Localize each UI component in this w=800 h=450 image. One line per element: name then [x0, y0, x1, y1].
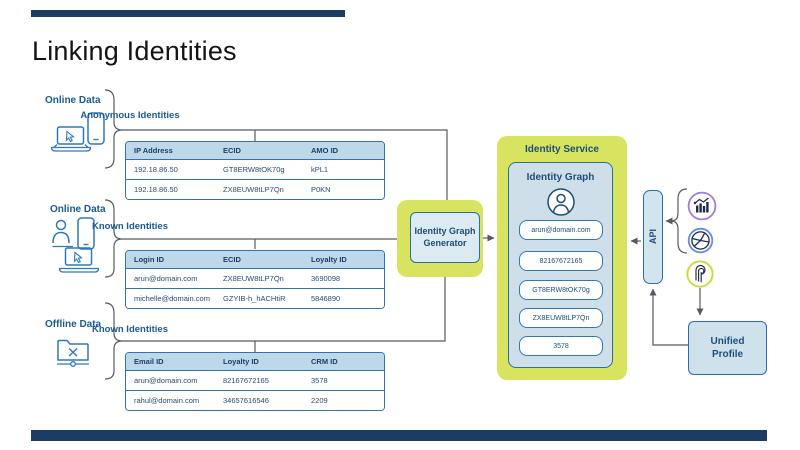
- phone-icon: [87, 112, 105, 145]
- known-identities-table-1: Login ID ECID Loyalty ID arun@domain.com…: [125, 250, 385, 309]
- platform-loop-icon: [686, 260, 714, 288]
- col-header: Email ID: [134, 357, 164, 366]
- brace-offline: [104, 302, 123, 380]
- table-header-row: IP Address ECID AMO ID: [126, 142, 384, 159]
- brace-online-1: [104, 89, 123, 169]
- cell: ZX8EUW8tLP7Qn: [223, 185, 284, 194]
- col-header: CRM ID: [311, 357, 338, 366]
- offline-folder-icon: [57, 339, 89, 367]
- cell: 34657616546: [223, 396, 269, 405]
- source-label-offline: Offline Data: [45, 319, 102, 330]
- identity-pill: GT8ERW8tOK70g: [519, 280, 603, 300]
- cell: GZYIB-h_hACHtiR: [223, 294, 286, 303]
- table-row: michelle@domain.com GZYIB-h_hACHtiR 5846…: [126, 288, 384, 308]
- anonymous-identities-table: IP Address ECID AMO ID 192.18.86.50 GT8E…: [125, 141, 385, 200]
- profile-person-icon: [547, 188, 575, 216]
- cell: 192.18.86.50: [134, 185, 178, 194]
- identity-pill: 3578: [519, 336, 603, 356]
- cell: 3690098: [311, 274, 341, 283]
- known-identities-table-2: Email ID Loyalty ID CRM ID arun@domain.c…: [125, 352, 385, 411]
- table-header-row: Login ID ECID Loyalty ID: [126, 251, 384, 268]
- unified-profile-box: Unified Profile: [688, 321, 767, 375]
- top-accent-bar: [31, 10, 345, 17]
- identity-service-title: Identity Service: [525, 144, 599, 155]
- table-title-anonymous: Anonymous Identities: [80, 110, 180, 121]
- identity-pill: 82167672165: [519, 251, 603, 271]
- person-icon: [52, 219, 73, 248]
- source-label-online-1: Online Data: [45, 95, 101, 106]
- source-label-online-2: Online Data: [50, 204, 106, 215]
- table-row: arun@domain.com ZX8EUW8tLP7Qn 3690098: [126, 268, 384, 288]
- table-title-known-2: Known Identities: [92, 324, 168, 335]
- laptop-icon: [50, 126, 92, 152]
- col-header: IP Address: [134, 146, 173, 155]
- cell: P0KN: [311, 185, 331, 194]
- pie-chart-icon: [687, 227, 714, 254]
- cell: michelle@domain.com: [134, 294, 210, 303]
- cell: 192.18.86.50: [134, 165, 178, 174]
- api-label: API: [648, 229, 658, 245]
- line-profile-to-api: [649, 288, 688, 346]
- bottom-accent-bar: [31, 430, 767, 441]
- table-title-known-1: Known Identities: [92, 221, 168, 232]
- identity-pill: arun@domain.com: [519, 220, 603, 240]
- phone-icon: [77, 217, 95, 250]
- api-box: API: [643, 190, 663, 284]
- col-header: AMO ID: [311, 146, 339, 155]
- cell: kPL1: [311, 165, 329, 174]
- table-row: arun@domain.com 82167672165 3578: [126, 370, 384, 390]
- identity-graph-generator-box: Identity Graph Generator: [410, 212, 480, 263]
- cell: GT8ERW8tOK70g: [223, 165, 285, 174]
- cell: rahul@domain.com: [134, 396, 200, 405]
- cell: 82167672165: [223, 376, 269, 385]
- page-title: Linking Identities: [32, 36, 237, 66]
- brace-online-2: [104, 199, 123, 278]
- identity-graph-title: Identity Graph: [526, 172, 595, 183]
- cell: arun@domain.com: [134, 376, 198, 385]
- col-header: ECID: [223, 255, 241, 264]
- col-header: Loyalty ID: [223, 357, 259, 366]
- table-header-row: Email ID Loyalty ID CRM ID: [126, 353, 384, 370]
- cell: 5846890: [311, 294, 341, 303]
- col-header: Login ID: [134, 255, 164, 264]
- cell: arun@domain.com: [134, 274, 198, 283]
- table-row: 192.18.86.50 GT8ERW8tOK70g kPL1: [126, 159, 384, 179]
- brace-consumers: [670, 188, 688, 254]
- col-header: Loyalty ID: [311, 255, 347, 264]
- cell: 2209: [311, 396, 328, 405]
- table-row: 192.18.86.50 ZX8EUW8tLP7Qn P0KN: [126, 179, 384, 199]
- cell: 3578: [311, 376, 328, 385]
- laptop-icon: [58, 247, 100, 273]
- col-header: ECID: [223, 146, 241, 155]
- table-row: rahul@domain.com 34657616546 2209: [126, 390, 384, 410]
- identity-pill: ZX8EUW8tLP7Qn: [519, 308, 603, 328]
- analytics-chart-icon: [687, 191, 717, 221]
- cell: ZX8EUW8tLP7Qn: [223, 274, 284, 283]
